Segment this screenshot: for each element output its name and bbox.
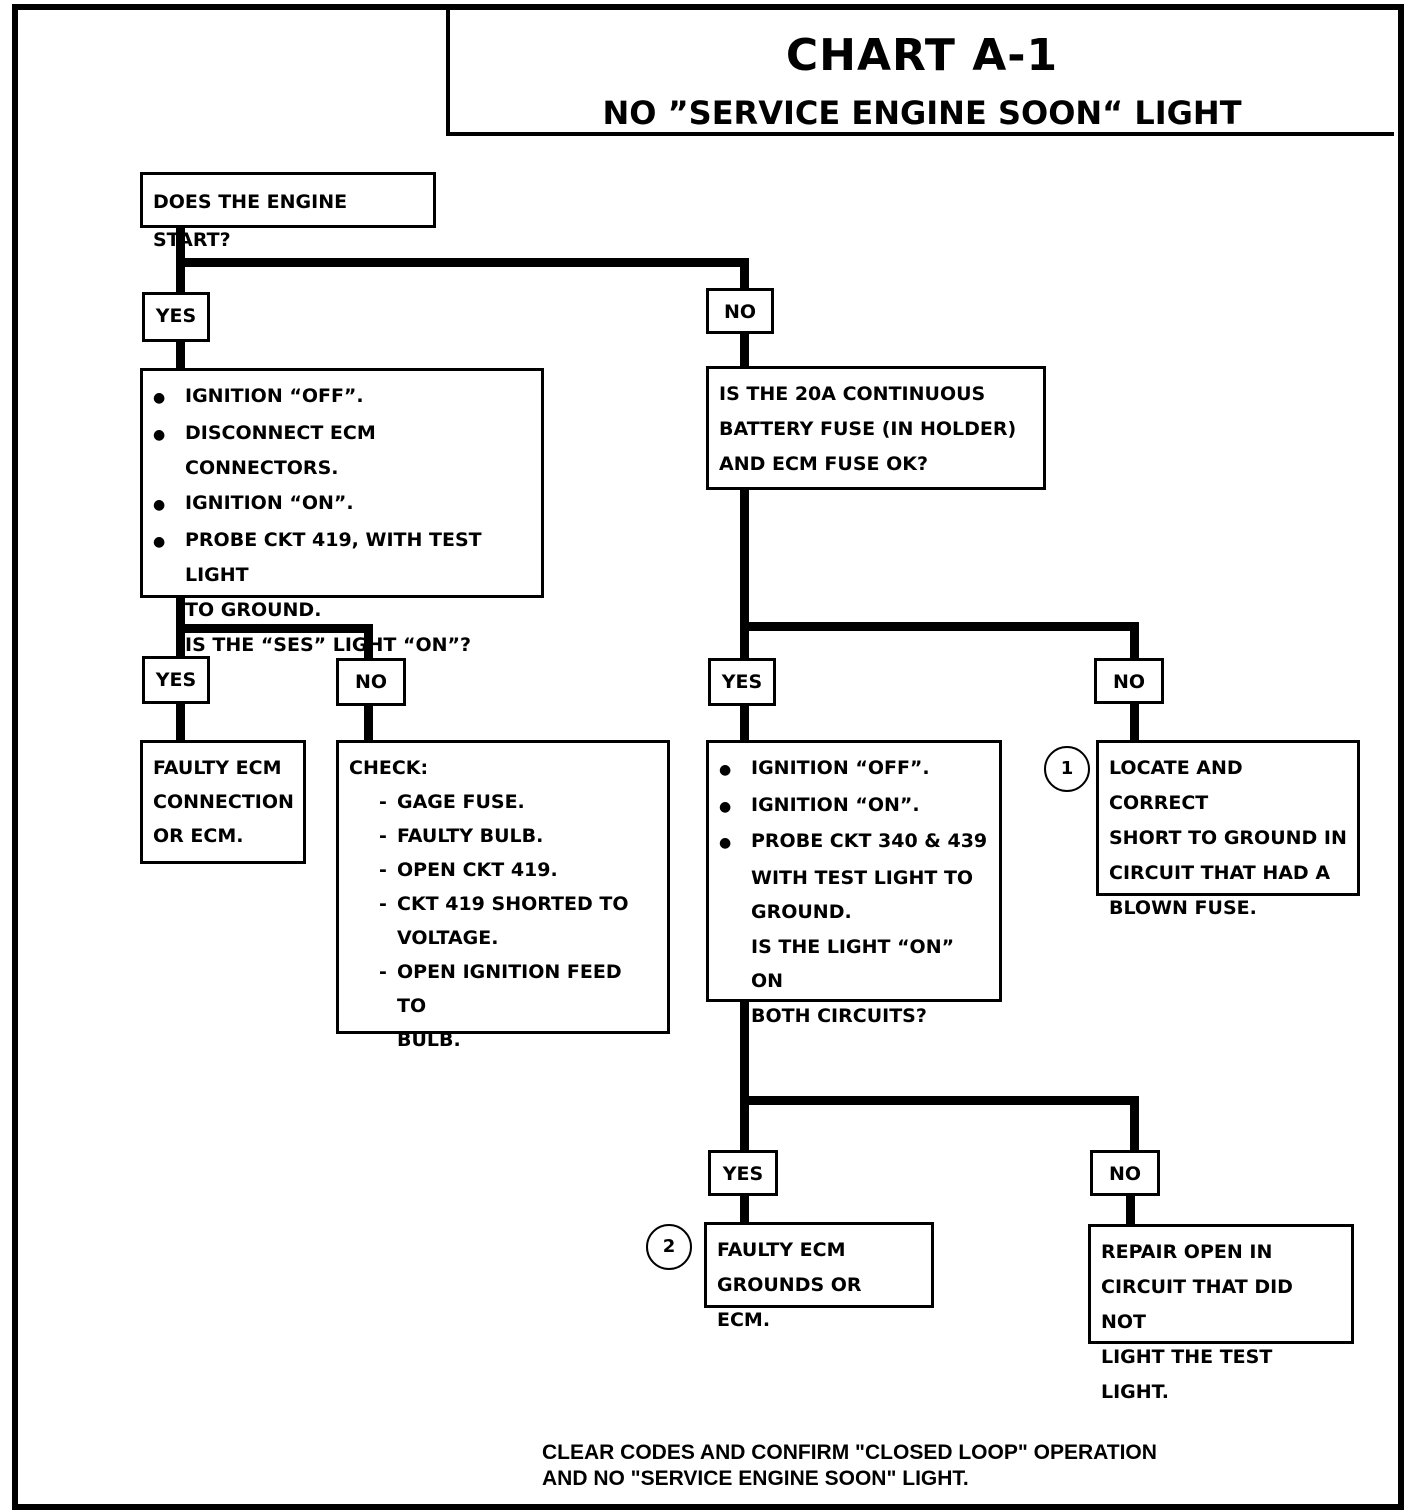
connector [740, 330, 749, 370]
connector [1130, 702, 1139, 742]
check-item: -OPEN CKT 419. [379, 859, 558, 881]
bullet-icon [153, 379, 185, 416]
check-item: -GAGE FUSE. [379, 791, 525, 813]
faulty-ecm-connection-box: FAULTY ECM CONNECTION OR ECM. [140, 740, 306, 864]
check-list-box: CHECK: -GAGE FUSE. -FAULTY BULB. -OPEN C… [336, 740, 670, 1051]
no-label-light-not-on: NO [1090, 1150, 1160, 1196]
start-question-box: DOES THE ENGINE START? [140, 172, 436, 251]
bullet-icon [153, 416, 185, 486]
connector [176, 702, 185, 742]
chart-frame [12, 4, 1404, 1510]
connector [364, 624, 373, 660]
check-item: -OPEN IGNITION FEED TO [379, 961, 622, 1017]
step-item: IGNITION “ON”. [719, 788, 989, 825]
check-item: -FAULTY BULB. [379, 825, 544, 847]
check-item: -CKT 419 SHORTED TO [379, 893, 629, 915]
bullet-icon [719, 751, 751, 788]
bullet-icon [153, 486, 185, 523]
step-item: PROBE CKT 419, WITH TEST LIGHT [153, 523, 531, 593]
connector [1126, 1192, 1135, 1226]
chart-title: CHART A-1 [785, 30, 1059, 81]
connector [364, 704, 373, 744]
step-continuation: GROUND. [751, 901, 852, 923]
note-2-circle: 2 [646, 1224, 692, 1270]
connector [740, 704, 749, 744]
yes-label-light-on-both: YES [708, 1150, 778, 1196]
step-item: DISCONNECT ECM CONNECTORS. [153, 416, 531, 486]
step-item: IGNITION “OFF”. [719, 751, 989, 788]
locate-short-box: LOCATE AND CORRECT SHORT TO GROUND IN CI… [1096, 740, 1360, 919]
yes-label-fuse-ok: YES [708, 658, 776, 706]
check-item-continuation: VOLTAGE. [397, 927, 499, 949]
step-item: PROBE CKT 340 & 439 [719, 824, 989, 861]
bullet-icon [719, 824, 751, 861]
connector [1130, 622, 1139, 660]
connector [176, 624, 373, 633]
title-box: CHART A-1 NO ”SERVICE ENGINE SOON“ LIGHT [446, 4, 1394, 136]
faulty-ecm-grounds-box: FAULTY ECM GROUNDS OR ECM. [704, 1222, 934, 1331]
chart-subtitle: NO ”SERVICE ENGINE SOON“ LIGHT [602, 94, 1242, 132]
connector [740, 258, 749, 288]
yes-label-engine-starts: YES [142, 292, 210, 342]
footer-note: CLEAR CODES AND CONFIRM "CLOSED LOOP" OP… [542, 1441, 1157, 1490]
connector [740, 1096, 1139, 1105]
bullet-icon [153, 523, 185, 593]
check-heading: CHECK: [349, 757, 429, 779]
connector [740, 622, 1139, 631]
step-continuation: WITH TEST LIGHT TO [751, 866, 974, 889]
step-continuation: TO GROUND. [185, 599, 322, 621]
step-item: IGNITION “OFF”. [153, 379, 531, 416]
probe-ckt340-439-box: IGNITION “OFF”. IGNITION “ON”. PROBE CKT… [706, 740, 1002, 1027]
connector [176, 258, 749, 267]
start-question-text: DOES THE ENGINE START? [153, 191, 348, 251]
connector [740, 1192, 749, 1226]
connector [176, 338, 185, 370]
connector [740, 488, 749, 660]
step-question: IS THE LIGHT “ON” ON [751, 935, 955, 993]
repair-open-box: REPAIR OPEN IN CIRCUIT THAT DID NOT LIGH… [1088, 1224, 1354, 1403]
no-label-fuse-bad: NO [1094, 658, 1164, 704]
check-item-continuation: BULB. [397, 1029, 461, 1051]
no-label-ses-light-off: NO [336, 658, 406, 706]
step-question: BOTH CIRCUITS? [751, 1004, 927, 1027]
note-1-circle: 1 [1044, 746, 1090, 792]
step-question: IS THE “SES” LIGHT “ON”? [185, 634, 472, 656]
fuse-question-box: IS THE 20A CONTINUOUS BATTERY FUSE (IN H… [706, 366, 1046, 490]
connector [1130, 1096, 1139, 1154]
bullet-icon [719, 788, 751, 825]
connector [740, 1000, 749, 1152]
yes-label-ses-light-on: YES [142, 656, 210, 704]
no-label-engine-no-start: NO [706, 288, 774, 334]
step-item: IGNITION “ON”. [153, 486, 531, 523]
ignition-probe-ckt419-box: IGNITION “OFF”. DISCONNECT ECM CONNECTOR… [140, 368, 544, 656]
